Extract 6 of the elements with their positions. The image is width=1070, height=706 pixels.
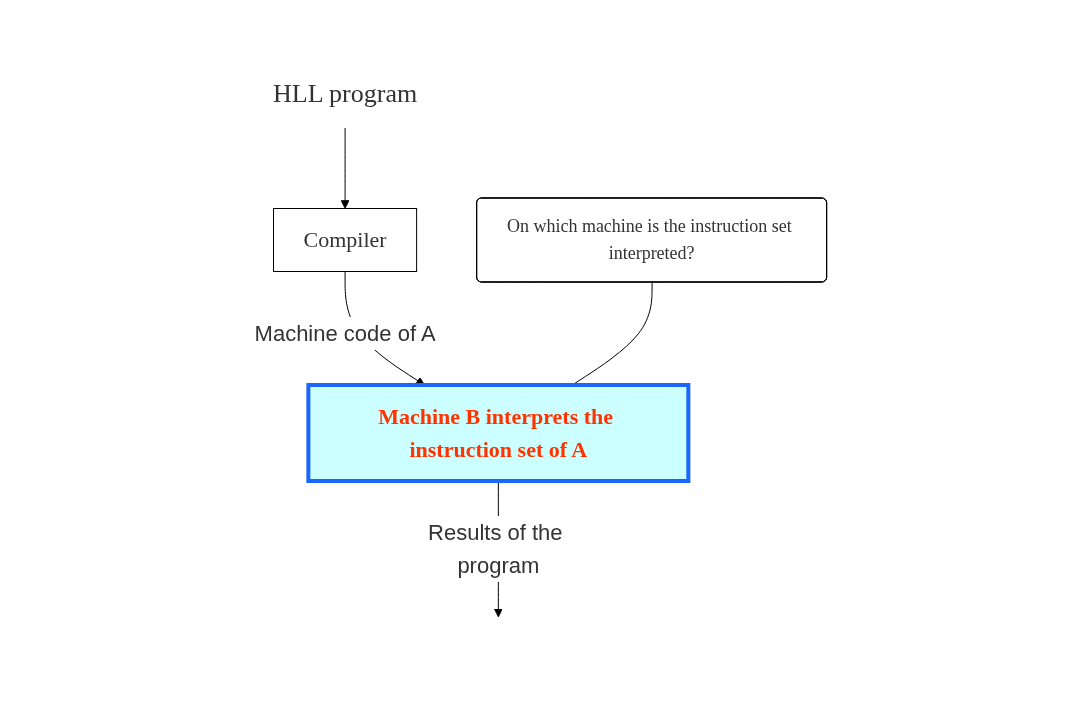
node-text: HLL program — [273, 79, 418, 108]
arrow — [340, 127, 350, 209]
edge-label: Results of the program — [428, 519, 563, 578]
node-box: Machine B interprets the instruction set of A — [306, 383, 691, 483]
node-box: Compiler — [273, 208, 418, 272]
edge-label: Machine code of A — [254, 320, 436, 346]
